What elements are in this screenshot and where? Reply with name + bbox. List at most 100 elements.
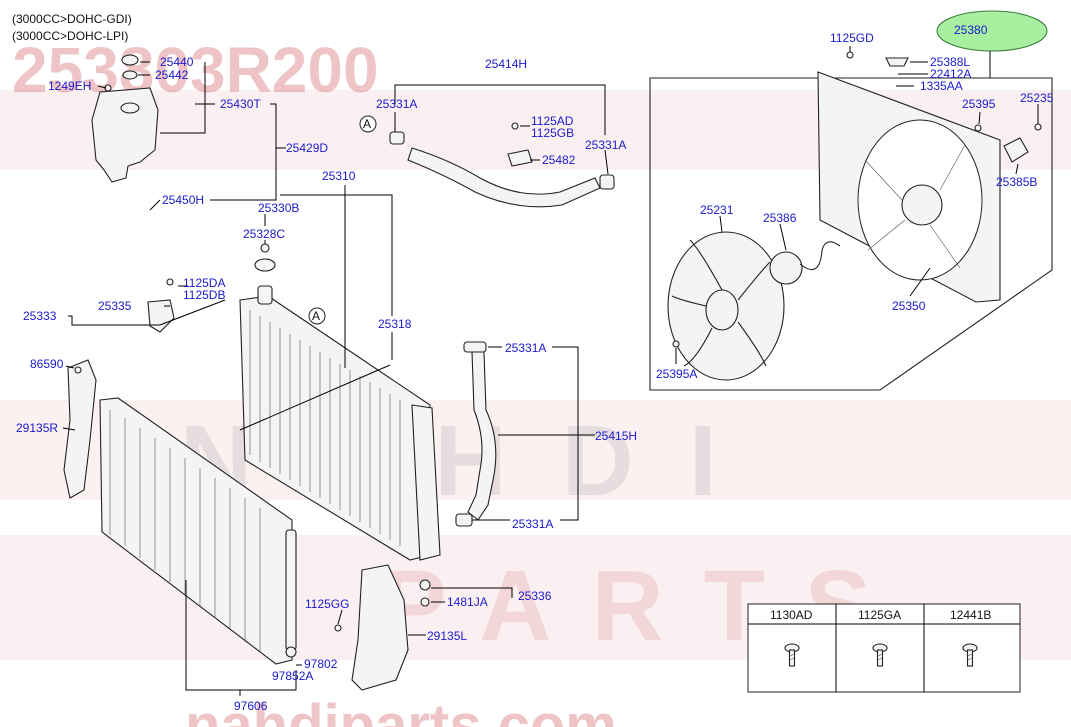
label-29135l: 29135L	[427, 629, 467, 643]
reservoir-neck	[120, 102, 140, 114]
bolt-1125gg	[334, 624, 342, 632]
label-1335aa: 1335AA	[920, 79, 963, 93]
fan-blade-vanes	[671, 239, 771, 367]
watermark-part-number: 253803R200	[12, 34, 379, 106]
callout-a-1: A	[363, 117, 371, 131]
label-25318: 25318	[378, 317, 412, 331]
lower-hose-clamp-bottom	[455, 513, 473, 527]
label-25331a-4: 25331A	[512, 517, 553, 531]
label-25336: 25336	[518, 589, 552, 603]
reservoir-tank	[91, 87, 159, 183]
label-97852a: 97852A	[272, 669, 313, 683]
label-25335: 25335	[98, 299, 132, 313]
cap-97802	[285, 646, 297, 658]
callout-a-circle-1	[359, 115, 377, 133]
label-25380: 25380	[954, 23, 988, 37]
label-25440: 25440	[160, 55, 194, 69]
label-25330b: 25330B	[258, 201, 299, 215]
fastener-header-1: 1130AD	[770, 608, 813, 622]
label-97802: 97802	[304, 657, 338, 671]
label-25450h: 25450H	[162, 193, 204, 207]
label-25388l: 25388L	[930, 55, 970, 69]
fan-blade-hub	[705, 289, 739, 331]
fan-assembly-frame	[649, 77, 1053, 391]
label-1481ja: 1481JA	[447, 595, 488, 609]
fastener-table: 1130AD 1125GA 12441B	[747, 603, 1021, 693]
radiator-side-tank	[411, 404, 441, 561]
label-25482: 25482	[542, 153, 576, 167]
label-1125db: 1125DB	[183, 288, 225, 302]
leaders-radiator	[68, 185, 513, 603]
label-97606: 97606	[234, 699, 268, 713]
shroud-hub	[901, 184, 943, 226]
hose-clamp-left	[389, 131, 405, 145]
reservoir-cap	[121, 54, 139, 66]
hose-clamp-right	[599, 174, 615, 190]
fan-assembly-group	[649, 51, 1053, 391]
label-25385b: 25385B	[996, 175, 1037, 189]
radiator-group	[147, 243, 441, 607]
leaders-condenser	[62, 365, 426, 696]
leaders-fan	[675, 46, 1039, 364]
fan-motor-bracket-25388l	[885, 57, 909, 67]
drain-cap-25335	[147, 299, 175, 333]
bolt-25235	[1034, 123, 1042, 131]
flange-bolt-icon	[784, 643, 800, 667]
label-25429d: 25429D	[286, 141, 328, 155]
clip-1481ja	[420, 597, 430, 607]
lower-hose-group	[455, 341, 497, 527]
label-1125da: 1125DA	[183, 276, 225, 290]
label-25328c: 25328C	[243, 227, 285, 241]
shroud-spokes	[864, 144, 966, 269]
callout-a-circle-2	[308, 307, 326, 325]
condenser-fins	[109, 410, 261, 652]
label-25442: 25442	[155, 68, 189, 82]
label-25231: 25231	[700, 203, 734, 217]
flange-bolt-icon	[872, 643, 888, 667]
label-25414h: 25414H	[485, 57, 527, 71]
label-1249eh: 1249EH	[48, 79, 91, 93]
seal-25328c	[260, 243, 270, 253]
label-25310: 25310	[322, 169, 356, 183]
lower-hose	[467, 351, 497, 521]
note-line-2: (3000CC>DOHC-LPI)	[12, 29, 128, 43]
hose-bracket-25482	[507, 149, 533, 167]
label-25415h: 25415H	[595, 429, 637, 443]
watermark-site: nahdiparts.com	[185, 693, 617, 727]
condenser-core	[99, 397, 293, 665]
receiver-drier	[285, 529, 297, 651]
flange-bolt-icon	[962, 643, 978, 667]
leaders-lower-hose	[472, 346, 595, 521]
label-25350: 25350	[892, 299, 926, 313]
fan-motor-25386	[769, 251, 803, 285]
label-1125gd: 1125GD	[830, 31, 874, 45]
radiator-core-fins	[249, 310, 401, 546]
reservoir-seal	[122, 70, 138, 80]
leaders-upper-hose	[394, 84, 609, 175]
highlight-25380-oval	[936, 10, 1048, 52]
radiator-cap-25330b	[254, 258, 276, 272]
fastener-header-3: 12441B	[950, 608, 991, 622]
bolt-1125da	[166, 278, 174, 286]
upper-hose-group	[389, 122, 615, 208]
overflow-hose	[125, 184, 167, 249]
bolt-1125gd	[846, 51, 854, 59]
air-guard-29135r	[63, 359, 97, 499]
bolt-86590	[74, 366, 82, 374]
reservoir-group	[91, 54, 167, 249]
label-86590: 86590	[30, 357, 64, 371]
label-25235: 25235	[1020, 91, 1054, 105]
bolt-25395	[974, 124, 982, 132]
label-25395a: 25395A	[656, 367, 697, 381]
note-line-1: (3000CC>DOHC-GDI)	[12, 12, 132, 26]
radiator-filler-neck	[257, 285, 273, 305]
bolt-25395a	[672, 340, 680, 348]
label-1125gg: 1125GG	[305, 597, 349, 611]
fastener-header-2: 1125GA	[858, 608, 901, 622]
label-1125gb: 1125GB	[531, 126, 574, 140]
resistor-25385b	[1003, 137, 1029, 163]
bolt-1125ad	[511, 122, 519, 130]
label-25331a-3: 25331A	[505, 341, 546, 355]
overflow-hose-inner	[125, 184, 167, 249]
